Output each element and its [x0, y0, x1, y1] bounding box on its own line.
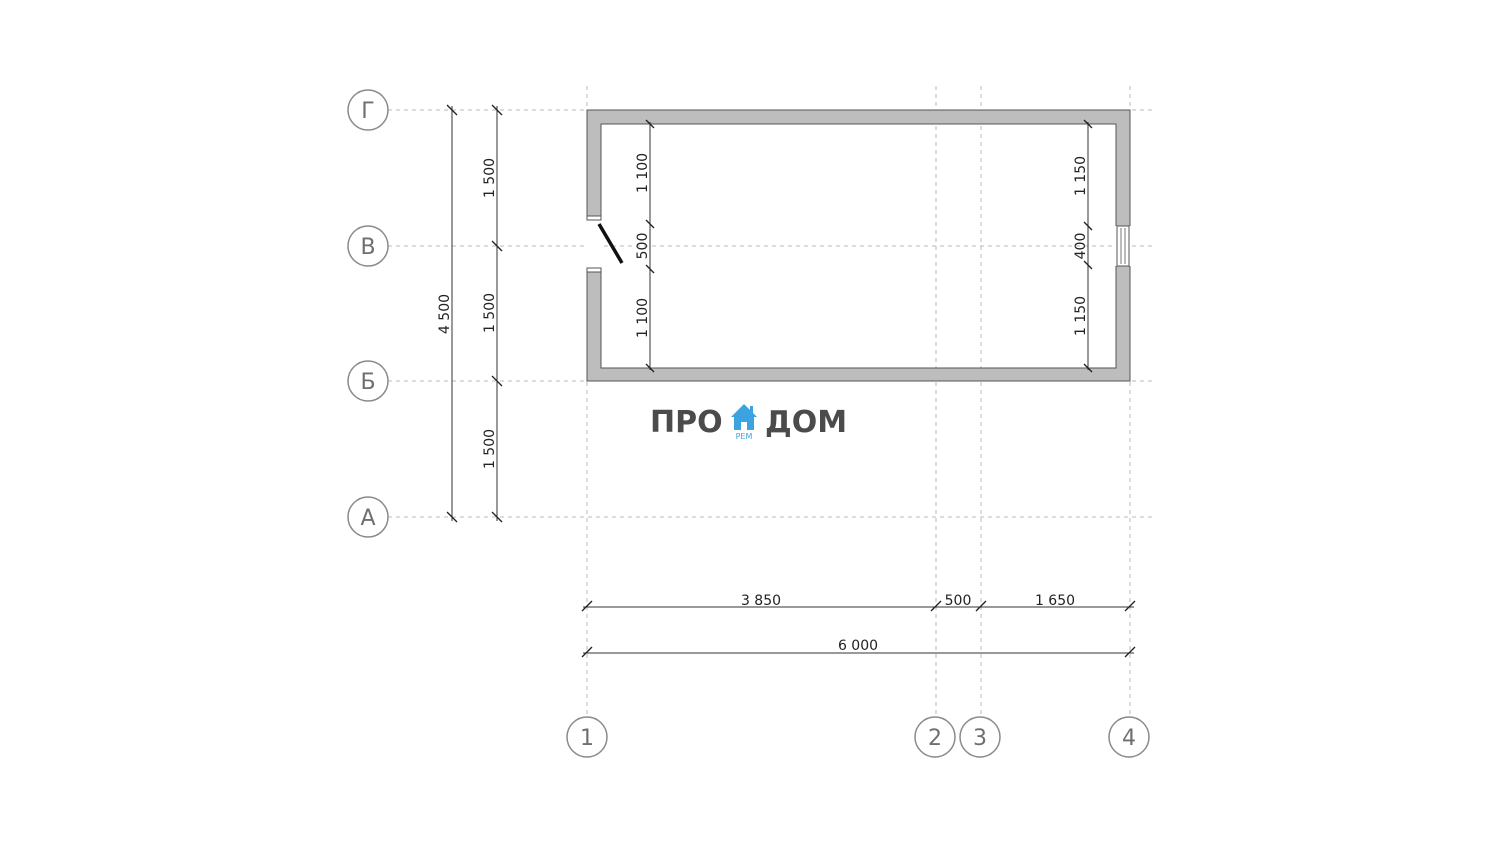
axis-bubble-col-1 — [566, 716, 608, 758]
dim-label-segment-1: 1 500 — [482, 158, 498, 198]
axis-bubble-row-g — [347, 89, 389, 131]
axis-bubble-col-3 — [959, 716, 1001, 758]
axis-bubble-col-4 — [1108, 716, 1150, 758]
dim-tick — [581, 646, 593, 658]
house-icon — [731, 404, 757, 430]
dim-tick — [491, 375, 503, 387]
dim-tick — [491, 511, 503, 523]
axis-label-row-b: Б — [360, 370, 375, 395]
axis-label-row-g: Г — [361, 99, 374, 124]
axis-bubble-row-b — [347, 360, 389, 402]
dim-tick — [645, 264, 655, 274]
axis-label-row-v: В — [360, 235, 375, 260]
dim-tick — [581, 600, 593, 612]
dim-label-segment-2: 1 500 — [482, 293, 498, 333]
door-jamb-top — [586, 215, 602, 221]
dim-tick — [491, 104, 503, 116]
dim-tick — [975, 600, 987, 612]
row-axis-bubbles: Г В Б А — [347, 89, 389, 538]
dim-label-total-vertical: 4 500 — [437, 294, 453, 334]
logo-subtext: РЕМ — [736, 432, 753, 441]
door-opening — [586, 219, 602, 270]
dim-tick — [645, 363, 655, 373]
dim-label-total-horizontal: 6 000 — [838, 638, 878, 654]
bottom-dimensions: 3 850 500 1 650 6 000 — [581, 593, 1136, 658]
inner-right-dimensions: 1 150 400 1 150 — [1073, 119, 1093, 373]
axis-label-row-a: А — [360, 506, 375, 531]
dim-label-inner-left-1: 1 100 — [635, 153, 651, 193]
dim-tick — [446, 511, 458, 523]
logo-text-right: ДОМ — [765, 405, 847, 440]
axis-label-col-1: 1 — [580, 726, 594, 751]
dim-tick — [930, 600, 942, 612]
logo-text-left: ПРО — [650, 405, 723, 440]
axis-label-col-2: 2 — [928, 726, 942, 751]
dim-tick — [446, 104, 458, 116]
axis-grid-lines — [388, 86, 1152, 716]
dim-label-bottom-1: 3 850 — [741, 593, 781, 609]
door-jamb-bottom — [586, 267, 602, 273]
dim-label-inner-left-2: 500 — [635, 233, 651, 260]
dim-tick — [1083, 363, 1093, 373]
dim-tick — [1083, 221, 1093, 231]
dim-tick — [1083, 119, 1093, 129]
inner-left-dimensions: 1 100 500 1 100 — [635, 119, 655, 373]
logo: ПРО РЕМ ДОМ — [650, 404, 847, 441]
window-frame — [1116, 225, 1130, 267]
dim-label-inner-right-2: 400 — [1073, 233, 1089, 260]
axis-bubble-col-2 — [914, 716, 956, 758]
axis-label-col-3: 3 — [973, 726, 987, 751]
axis-label-col-4: 4 — [1122, 726, 1136, 751]
left-dimensions: 4 500 1 500 1 500 1 500 — [437, 104, 503, 523]
dim-tick — [645, 219, 655, 229]
dim-label-bottom-2: 500 — [945, 593, 972, 609]
dim-tick — [645, 119, 655, 129]
dim-label-inner-right-1: 1 150 — [1073, 156, 1089, 196]
dim-label-inner-right-3: 1 150 — [1073, 296, 1089, 336]
dim-tick — [1124, 646, 1136, 658]
dim-tick — [491, 240, 503, 252]
wall-outline — [586, 109, 1131, 382]
column-axis-bubbles: 1 2 3 4 — [566, 716, 1150, 758]
dim-label-inner-left-3: 1 100 — [635, 298, 651, 338]
axis-bubble-row-a — [347, 496, 389, 538]
dim-tick — [1124, 600, 1136, 612]
dim-tick — [1083, 260, 1093, 270]
dim-label-segment-3: 1 500 — [482, 429, 498, 469]
axis-bubble-row-v — [347, 225, 389, 267]
walls — [586, 109, 1131, 382]
dim-label-bottom-3: 1 650 — [1035, 593, 1075, 609]
door-leaf — [597, 223, 624, 264]
